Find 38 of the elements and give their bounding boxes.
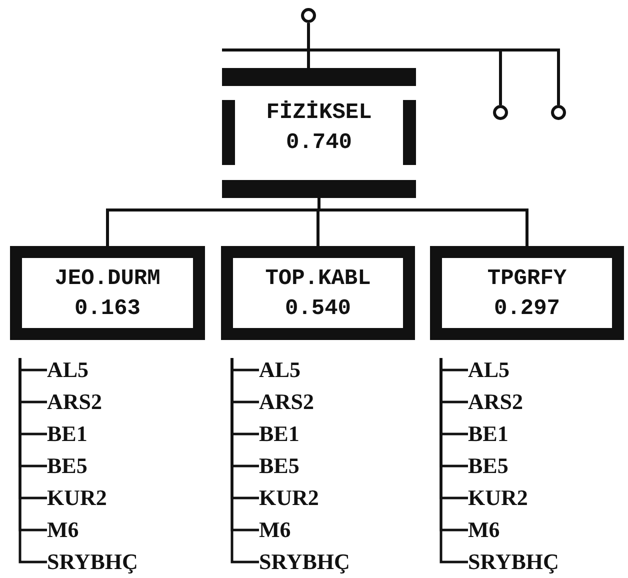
process-box bbox=[10, 246, 205, 340]
leaf-label: SRYBHÇ bbox=[468, 549, 559, 574]
process-box bbox=[430, 246, 624, 340]
leaf-label: AL5 bbox=[259, 357, 301, 382]
node-value: 0.163 bbox=[73, 295, 142, 323]
leaf-label: BE1 bbox=[47, 421, 88, 446]
leaf-label: BE1 bbox=[259, 421, 300, 446]
node-title: JEO.DURM bbox=[54, 265, 162, 293]
connector-line bbox=[440, 358, 468, 564]
leaf-label: M6 bbox=[259, 517, 291, 542]
node-title: TOP.KABL bbox=[264, 265, 372, 293]
node-title: TPGRFY bbox=[486, 265, 568, 293]
process-box bbox=[221, 246, 415, 340]
circle-node bbox=[493, 105, 508, 120]
leaf-label: KUR2 bbox=[468, 485, 528, 510]
leaf-label: M6 bbox=[47, 517, 79, 542]
connector-line bbox=[18, 358, 47, 564]
leaf-label: ARS2 bbox=[468, 389, 524, 414]
leaf-label: M6 bbox=[468, 517, 500, 542]
leaf-label: BE1 bbox=[468, 421, 508, 446]
leaf-label: KUR2 bbox=[259, 485, 319, 510]
node-value: 0.297 bbox=[492, 295, 561, 323]
leaf-label: AL5 bbox=[47, 357, 89, 382]
node-value: 0.540 bbox=[284, 295, 352, 323]
leaf-label: BE5 bbox=[468, 453, 508, 478]
leaf-label: KUR2 bbox=[47, 485, 107, 510]
leaf-label: BE5 bbox=[259, 453, 300, 478]
leaf-label: BE5 bbox=[47, 453, 88, 478]
leaf-label: ARS2 bbox=[47, 389, 102, 414]
circle-node bbox=[551, 105, 566, 120]
node-value: 0.740 bbox=[284, 130, 353, 155]
node-title: FİZİKSEL bbox=[265, 100, 373, 125]
leaf-label: SRYBHÇ bbox=[259, 549, 350, 574]
circle-node bbox=[301, 8, 316, 23]
leaf-label: AL5 bbox=[468, 357, 510, 382]
leaf-label: ARS2 bbox=[259, 389, 314, 414]
connector-line bbox=[230, 358, 259, 564]
leaf-label: SRYBHÇ bbox=[47, 549, 138, 574]
